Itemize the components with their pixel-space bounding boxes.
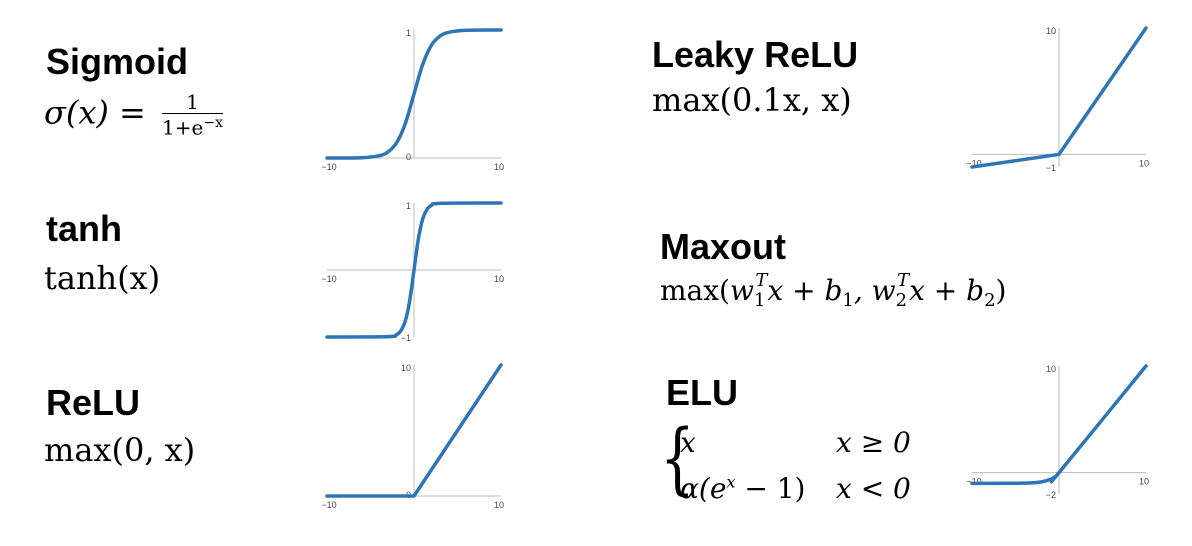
maxout-formula: max(w1Tx + b1, w2Tx + b2) [660,272,1006,310]
maxout-mid2: x + b [909,274,985,307]
elu-formula: { x x ≥ 0 α(ex − 1) x < 0 [660,420,940,510]
elu-case-2-exponent-text: x [726,472,736,492]
maxout-w1-sub: 1 [753,290,766,311]
maxout-w1-T: T [755,270,768,291]
elu-tick-y-bottom: −2 [1046,490,1056,500]
sigmoid-tick-x-left: −10 [321,162,336,172]
sigmoid-fraction-denominator: 1+e−x [162,114,223,138]
tanh-tick-y-bottom: −1 [401,333,411,343]
relu-tick-x-left: −10 [321,500,336,510]
maxout-max: max( [660,274,730,307]
sigmoid-formula-lhs: σ(x) = [44,93,157,132]
tanh-tick-x-left: −10 [321,274,336,284]
maxout-mid1: x + b [767,274,843,307]
elu-tick-y-top: 10 [1046,364,1056,374]
elu-case-1-expr: x [680,426,696,459]
maxout-w1: w [729,274,754,307]
tanh-tick-y-top: 1 [406,201,411,211]
elu-tick-x-right: 10 [1139,477,1149,487]
relu-tick-y-top: 10 [401,363,411,373]
relu-series-line [325,363,503,498]
leaky-relu-tick-x-left: −10 [966,158,981,168]
relu-tick-x-right: 10 [494,500,504,510]
sigmoid-series-line [325,28,503,160]
leaky-relu-tick-y-bottom: −1 [1046,163,1056,173]
maxout-w2-sub: 2 [895,290,908,311]
elu-case-2-tail: − 1) [735,472,806,505]
elu-case-1-cond: x ≥ 0 [836,426,911,459]
maxout-w2-T: T [897,270,910,291]
relu-formula: max(0, x) [44,431,196,469]
leaky-relu-formula: max(0.1x, x) [652,81,852,119]
sigmoid-den-exponent: −x [203,115,223,131]
maxout-comma-w2: , w [853,274,896,307]
leaky-relu-tick-x-right: 10 [1139,158,1149,168]
sigmoid-tick-y-top: 1 [406,28,411,38]
sigmoid-fraction-numerator: 1 [162,92,223,114]
maxout-b1-sub: 1 [842,290,854,311]
tanh-formula: tanh(x) [44,259,161,297]
leaky-relu-title: Leaky ReLU [652,34,859,75]
leaky-relu-series-line [970,26,1148,169]
maxout-title: Maxout [660,226,786,267]
sigmoid-title: Sigmoid [46,41,188,82]
elu-series-line [970,364,1148,486]
elu-title: ELU [666,372,738,413]
sigmoid-den-base: 1+e [162,115,204,140]
tanh-tick-x-right: 10 [494,274,504,284]
elu-case-2-exponent: x [726,473,735,492]
tanh-title: tanh [46,208,122,249]
tanh-series-line [325,201,503,339]
leaky-relu-tick-y-top: 10 [1046,26,1056,36]
elu-case-2-cond: x < 0 [836,472,911,505]
elu-case-2-base: α(e [680,472,727,505]
elu-case-2-expr: α(ex − 1) [680,472,805,505]
sigmoid-tick-x-right: 10 [494,162,504,172]
maxout-close: ) [995,274,1007,307]
elu-brace: { [660,414,695,504]
relu-title: ReLU [46,382,141,423]
sigmoid-tick-y-origin: 0 [406,152,411,162]
maxout-b2-sub: 2 [984,290,996,311]
